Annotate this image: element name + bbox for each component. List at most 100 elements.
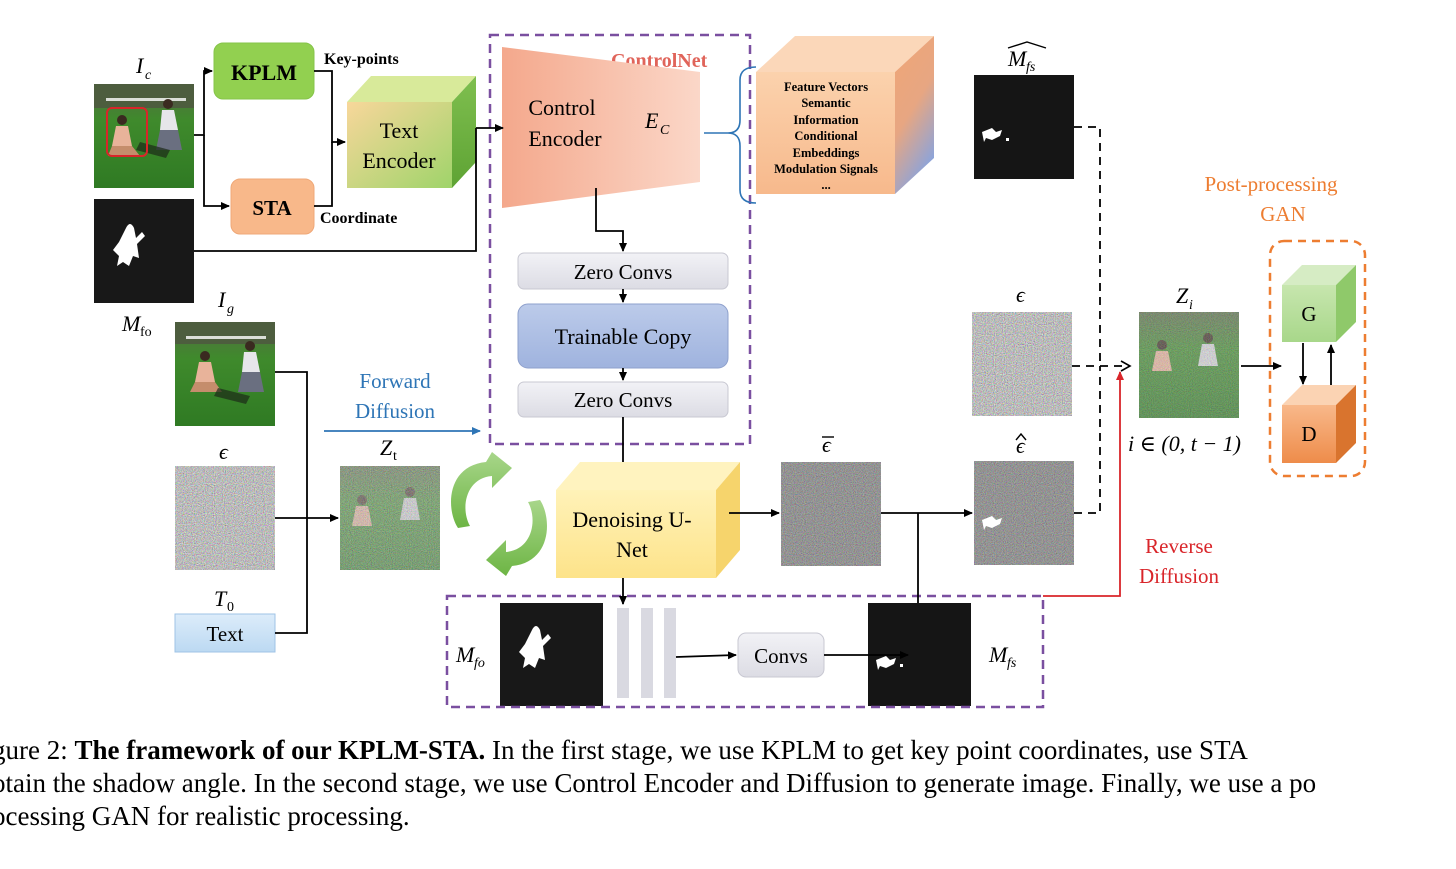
caption-bold: The framework of our KPLM-STA.: [74, 735, 486, 765]
discriminator-cube: D: [1282, 385, 1356, 463]
feature-item: Information: [793, 113, 858, 127]
label-zi: Z i: [1176, 283, 1193, 313]
denoising-line2: Net: [616, 537, 648, 562]
svg-text:g: g: [227, 302, 234, 317]
discriminator-label: D: [1301, 422, 1316, 446]
text-encoder-line2: Encoder: [362, 148, 436, 173]
caption-line1-rest: In the first stage, we use KPLM to get k…: [485, 735, 1248, 765]
mask-branch-region: [445, 594, 1045, 709]
denoising-unet-block: Denoising U- Net: [556, 462, 740, 578]
kplm-label: KPLM: [231, 60, 297, 85]
control-encoder-block: Control Encoder E C: [502, 47, 700, 208]
label-eps-bar: ϵ: [822, 432, 834, 457]
generator-cube: G: [1282, 265, 1356, 342]
cycle-arrows-icon: [451, 452, 547, 576]
label-zt: Z t: [380, 435, 397, 464]
label-eps-top: ϵ: [1016, 282, 1026, 307]
label-mfo-bottom: M fo: [455, 642, 485, 671]
coordinate-label: Coordinate: [320, 210, 397, 227]
svg-text:M: M: [121, 311, 142, 336]
forward-diffusion-line1: Forward: [359, 369, 431, 393]
trainable-copy-block: Trainable Copy: [517, 303, 729, 369]
label-eps-left: ϵ: [219, 439, 229, 464]
caption-line-1: gure 2: The framework of our KPLM-STA. I…: [0, 734, 1456, 767]
label-range: i ∈ (0, t − 1): [1128, 431, 1241, 456]
svg-text:c: c: [145, 68, 152, 83]
svg-text:ϵ: ϵ: [822, 432, 832, 457]
sta-block: STA: [230, 178, 315, 235]
feature-item: ...: [821, 178, 830, 192]
feature-item: Feature Vectors: [784, 80, 868, 94]
predicted-mask-image: [974, 75, 1074, 179]
figure-caption: gure 2: The framework of our KPLM-STA. I…: [0, 734, 1456, 833]
label-ic: I c: [135, 53, 152, 83]
svg-text:0: 0: [227, 600, 234, 615]
label-mhat: M fs: [1007, 41, 1047, 75]
generator-label: G: [1301, 302, 1316, 326]
zero-convs-top-block: Zero Convs: [517, 252, 729, 290]
label-mfo-left: M fo: [121, 311, 152, 340]
feature-item: Semantic: [801, 96, 851, 110]
svg-text:M: M: [988, 642, 1009, 667]
feature-item: Conditional: [794, 129, 858, 143]
post-gan-line1: Post-processing: [1205, 172, 1338, 196]
noisy-image-zt: [340, 466, 440, 570]
noise-image-eps-left: [175, 466, 275, 570]
svg-text:Z: Z: [380, 435, 393, 460]
noise-image-eps-hat: [974, 461, 1074, 565]
label-t0: T 0: [214, 586, 234, 615]
mask-mfo-image: [94, 199, 194, 303]
svg-text:fo: fo: [140, 325, 152, 340]
svg-text:t: t: [393, 449, 397, 464]
label-mfs-bottom: M fs: [988, 642, 1017, 671]
feature-brace: [704, 66, 757, 204]
control-encoder-line2: Encoder: [528, 126, 602, 151]
denoising-line1: Denoising U-: [572, 507, 691, 532]
control-encoder-line1: Control: [528, 95, 595, 120]
svg-text:I: I: [135, 53, 145, 78]
kplm-block: KPLM: [213, 42, 315, 100]
intermediate-image-zi: [1139, 312, 1239, 418]
reverse-diffusion-arrow: [1043, 371, 1124, 597]
feature-item: Modulation Signals: [774, 162, 878, 176]
zero-convs-bottom-block: Zero Convs: [517, 381, 729, 418]
text-encoder-line1: Text: [380, 118, 419, 143]
svg-text:M: M: [1007, 46, 1028, 71]
svg-text:fs: fs: [1026, 60, 1036, 75]
text-input-label: Text: [206, 622, 243, 646]
text-input-block: Text: [174, 613, 276, 653]
label-eps-hat: ϵ: [1015, 432, 1027, 458]
controlnet-region: [488, 33, 752, 446]
svg-text:T: T: [214, 586, 228, 611]
mask-mfo-bottom-image: [500, 603, 603, 706]
caption-line-2: otain the shadow angle. In the second st…: [0, 768, 1317, 798]
dashed-connectors: [1072, 126, 1132, 514]
ec-subscript: C: [660, 123, 670, 138]
zero-convs-bottom-label: Zero Convs: [574, 388, 673, 412]
svg-text:fs: fs: [1007, 656, 1017, 671]
svg-text:i: i: [1189, 298, 1193, 313]
reverse-diffusion-line2: Diffusion: [1139, 564, 1220, 588]
svg-text:Z: Z: [1176, 283, 1189, 308]
keypoints-label: Key-points: [324, 51, 399, 68]
target-image-ig: [175, 322, 275, 426]
caption-line-3: ocessing GAN for realistic processing.: [0, 801, 410, 831]
noise-image-eps-right: [972, 312, 1072, 416]
text-encoder-block: Text Encoder: [347, 76, 476, 188]
sta-label: STA: [252, 196, 292, 220]
ec-symbol: E: [644, 108, 659, 133]
label-ig: I g: [217, 287, 234, 317]
input-image-ic: [94, 84, 194, 188]
post-gan-region: [1268, 239, 1367, 478]
post-gan-line2: GAN: [1260, 202, 1306, 226]
downsample-bars: [617, 608, 676, 698]
convs-label: Convs: [754, 644, 808, 668]
svg-text:I: I: [217, 287, 227, 312]
feature-item: Embeddings: [793, 146, 860, 160]
trainable-copy-label: Trainable Copy: [555, 324, 692, 349]
zero-convs-top-label: Zero Convs: [574, 260, 673, 284]
reverse-diffusion-line1: Reverse: [1145, 534, 1213, 558]
caption-prefix: gure 2:: [0, 735, 75, 765]
